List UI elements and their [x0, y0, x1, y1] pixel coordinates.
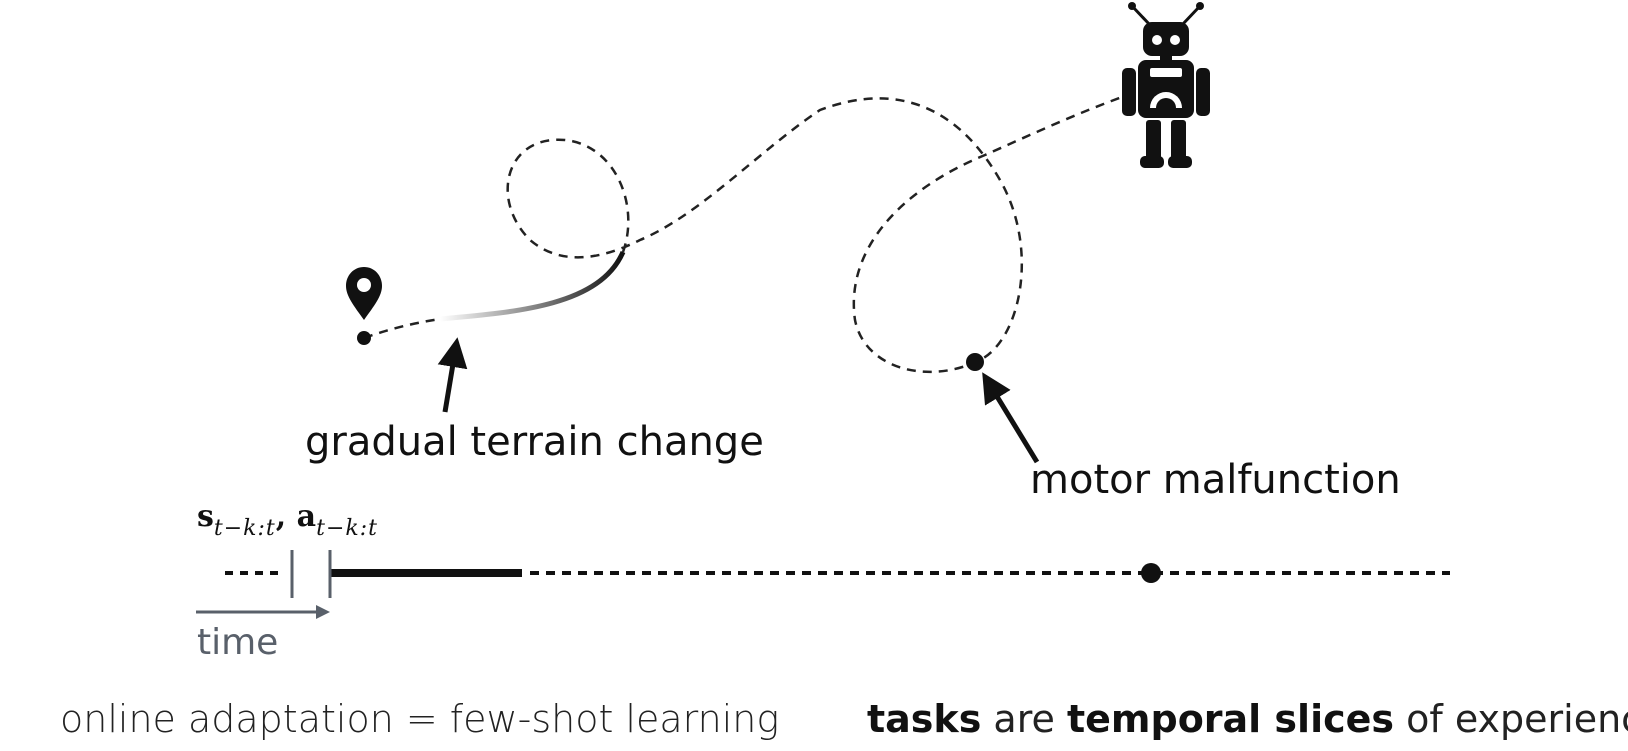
gradual-change-segment: [439, 250, 626, 322]
caption-of-experience: of experience: [1406, 697, 1628, 741]
caption-left: online adaptation = few-shot learning: [60, 697, 780, 741]
robot-icon: [1122, 2, 1210, 168]
time-arrow-head: [316, 605, 330, 619]
slice-notation: st−k:t, at−k:t: [197, 502, 378, 540]
location-pin-icon: [346, 267, 382, 320]
caption-tasks: tasks: [867, 697, 982, 741]
action-subscript: t−k:t: [316, 516, 378, 541]
trajectory-path: [363, 94, 1126, 373]
state-symbol: s: [197, 499, 214, 534]
malfunction-arrow: [982, 372, 1040, 464]
state-subscript: t−k:t: [213, 516, 276, 541]
action-symbol: a: [296, 499, 317, 534]
caption-are: are: [981, 697, 1067, 741]
timeline-malfunction-point: [1141, 563, 1161, 583]
motor-malfunction-label: motor malfunction: [1030, 457, 1401, 503]
start-point: [357, 331, 371, 345]
notation-separator: ,: [275, 499, 287, 534]
caption-right: tasks are temporal slices of experience: [867, 700, 1628, 738]
time-label: time: [197, 622, 279, 663]
malfunction-point: [966, 353, 984, 371]
gradual-change-label: gradual terrain change: [305, 419, 764, 465]
gradual-change-arrow: [437, 337, 468, 413]
caption-temporal-slices: temporal slices: [1066, 697, 1395, 741]
